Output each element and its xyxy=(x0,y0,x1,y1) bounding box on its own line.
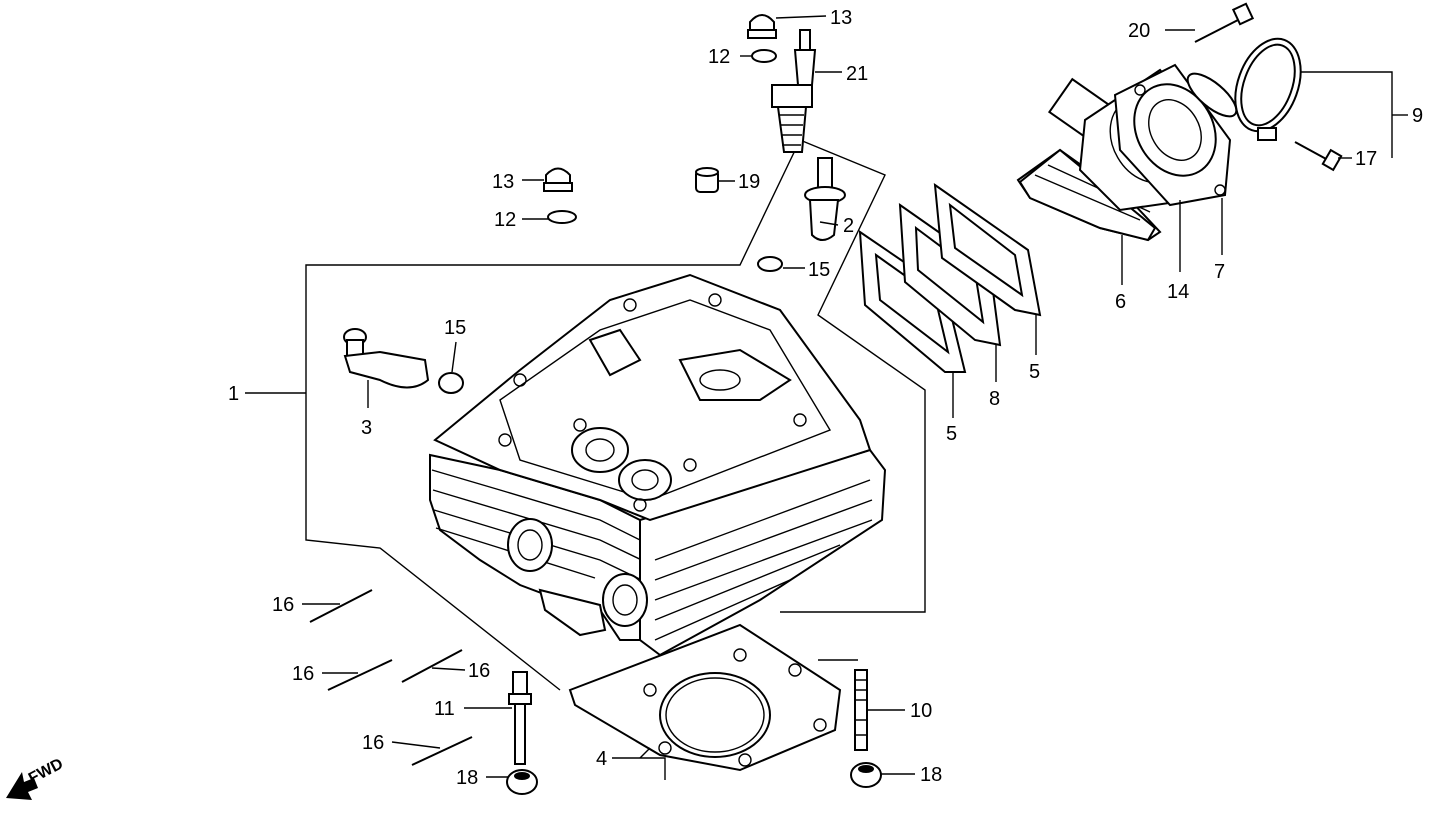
callout-15-left: 15 xyxy=(444,317,466,339)
part-4-head-gasket xyxy=(568,623,842,772)
callout-7: 7 xyxy=(1214,261,1225,283)
callout-9: 9 xyxy=(1412,105,1423,127)
callout-20: 20 xyxy=(1128,20,1150,42)
part-21-spark-plug xyxy=(771,29,817,153)
part-13-cap-nut-mid xyxy=(543,167,573,192)
callout-13-mid: 13 xyxy=(492,171,514,193)
part-15-o-ring-left xyxy=(438,372,464,394)
callout-14: 14 xyxy=(1167,281,1189,303)
callout-16-d: 16 xyxy=(362,732,384,754)
part-13-cap-nut-top xyxy=(747,14,777,39)
part-20-screw xyxy=(1194,2,1255,43)
callout-5-front: 5 xyxy=(946,423,957,445)
part-19-cap xyxy=(695,167,719,193)
callout-1: 1 xyxy=(228,383,239,405)
fwd-label: FWD xyxy=(26,755,66,787)
part-16-stud-b xyxy=(327,659,393,691)
callout-labels: 13 12 21 13 12 19 2 15 15 3 1 5 8 5 6 14… xyxy=(228,7,1423,789)
callout-11: 11 xyxy=(434,698,455,720)
fwd-direction-indicator: FWD xyxy=(6,755,66,800)
part-16-stud-c xyxy=(401,649,463,683)
callout-16-b: 16 xyxy=(292,663,314,685)
callout-13-top: 13 xyxy=(830,7,852,29)
callout-12-top: 12 xyxy=(708,46,730,68)
leader-lines xyxy=(245,15,1408,780)
part-12-washer-mid xyxy=(547,210,577,224)
part-11-bolt xyxy=(508,671,532,765)
callout-15-right: 15 xyxy=(808,259,830,281)
part-17-screw xyxy=(1294,141,1343,172)
part-3-fitting xyxy=(343,328,430,389)
part-18-nut-left xyxy=(506,769,538,795)
callout-17: 17 xyxy=(1355,148,1377,170)
callout-16-c: 16 xyxy=(468,660,490,682)
part-7-intake-manifold xyxy=(1113,63,1238,207)
callout-16-a: 16 xyxy=(272,594,294,616)
fwd-arrow-icon xyxy=(6,772,38,800)
part-9-hose-clamp xyxy=(1234,37,1302,141)
callout-21: 21 xyxy=(846,63,868,85)
callout-2: 2 xyxy=(843,215,854,237)
part-15-o-ring-right xyxy=(757,256,783,272)
part-5-gasket-rear xyxy=(933,182,1042,317)
part-16-stud-a xyxy=(309,589,373,623)
callout-10: 10 xyxy=(910,700,932,722)
part-16-stud-d xyxy=(411,736,473,766)
callout-6: 6 xyxy=(1115,291,1126,313)
callout-8: 8 xyxy=(989,388,1000,410)
callout-18-right: 18 xyxy=(920,764,942,786)
cylinder-head xyxy=(429,273,887,657)
callout-12-mid: 12 xyxy=(494,209,516,231)
part-2-fitting xyxy=(804,157,846,241)
callout-18-left: 18 xyxy=(456,767,478,789)
callout-19: 19 xyxy=(738,171,760,193)
part-10-bolt xyxy=(854,669,868,751)
part-12-washer-top xyxy=(751,49,777,63)
callout-3: 3 xyxy=(361,417,372,439)
callout-4: 4 xyxy=(596,748,607,770)
part-18-nut-right xyxy=(850,762,882,788)
callout-5-rear: 5 xyxy=(1029,361,1040,383)
head-assembly-bracket xyxy=(305,139,926,691)
